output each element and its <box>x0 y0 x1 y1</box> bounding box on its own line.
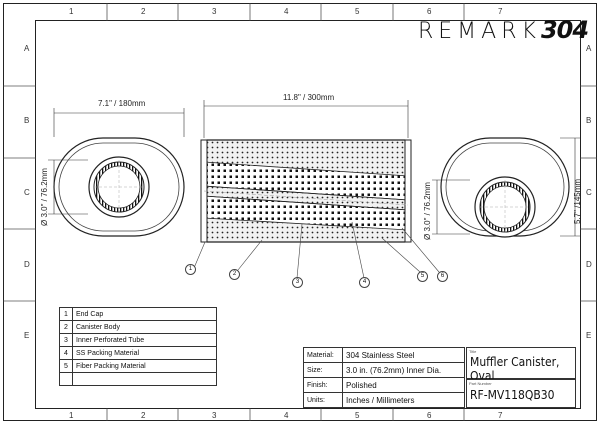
right-end-view <box>440 137 570 238</box>
part-number-cell: 5 <box>59 359 73 373</box>
part-label-cell: Canister Body <box>72 320 217 334</box>
zone-label-col-1-bottom: 1 <box>69 411 74 420</box>
sheet-inner-border <box>35 20 581 409</box>
zone-label-col-1: 1 <box>69 7 74 16</box>
zone-label-row-a-right: A <box>586 44 592 53</box>
left-dimension-lines <box>48 108 185 215</box>
zone-label-col-3-bottom: 3 <box>212 411 217 420</box>
zone-label-col-5-bottom: 5 <box>355 411 360 420</box>
brand-number: 304 <box>540 16 589 44</box>
callout-leaders <box>193 221 440 279</box>
callout-5: 5 <box>417 271 428 282</box>
zone-label-col-7-bottom: 7 <box>498 411 503 420</box>
spec-row: Size:3.0 in. (76.2mm) Inner Dia. <box>303 362 465 378</box>
zone-label-col-4: 4 <box>284 7 289 16</box>
callout-6: 6 <box>437 271 448 282</box>
side-dimension-lines <box>203 100 409 138</box>
part-number-cell: 3 <box>59 333 73 347</box>
title-caption: Title <box>469 349 477 354</box>
zone-label-col-5: 5 <box>355 7 360 16</box>
part-label-cell: SS Packing Material <box>72 346 217 360</box>
left-inlet-diameter: Ø 3.0" / 76.2mm <box>40 168 49 226</box>
part-label-cell: End Cap <box>72 307 217 321</box>
zone-label-row-e-right: E <box>586 331 592 340</box>
part-number-cell: 2 <box>59 320 73 334</box>
part-number-cell: 4 <box>59 346 73 360</box>
spec-value: 3.0 in. (76.2mm) Inner Dia. <box>342 362 465 378</box>
spec-value: 304 Stainless Steel <box>342 347 465 363</box>
spec-key: Units: <box>303 392 343 408</box>
brand-logo: REMARK304 <box>418 16 589 44</box>
part-number-box: Part Number RF-MV118QB30 <box>466 379 576 408</box>
part-number-cell: 1 <box>59 307 73 321</box>
zone-label-row-d: D <box>24 260 30 269</box>
spec-key: Size: <box>303 362 343 378</box>
length-dimension: 11.8" / 300mm <box>283 93 335 102</box>
zone-label-row-b: B <box>24 116 30 125</box>
zone-label-col-6: 6 <box>427 7 432 16</box>
zone-label-row-a: A <box>24 44 30 53</box>
left-end-view <box>53 137 185 237</box>
zone-ticks <box>3 3 597 421</box>
zone-label-row-e: E <box>24 331 30 340</box>
part-label-cell: Inner Perforated Tube <box>72 333 217 347</box>
spec-value: Inches / Millimeters <box>342 392 465 408</box>
zone-label-col-4-bottom: 4 <box>284 411 289 420</box>
height-dimension: 5.7" /145mm <box>573 178 582 224</box>
part-number-caption: Part Number <box>469 381 492 386</box>
callout-1: 1 <box>185 264 196 275</box>
zone-label-col-7: 7 <box>498 7 503 16</box>
brand-word: REMARK <box>418 19 541 44</box>
front-width-dimension: 7.1" / 180mm <box>98 99 146 108</box>
side-view <box>200 139 412 243</box>
zone-label-row-b-right: B <box>586 116 592 125</box>
zone-label-row-c: C <box>24 188 30 197</box>
zone-label-row-c-right: C <box>586 188 592 197</box>
spec-key: Material: <box>303 347 343 363</box>
spec-row: Finish:Polished <box>303 377 465 393</box>
zone-label-row-d-right: D <box>586 260 592 269</box>
title-box: Title Muffler Canister, Oval <box>466 347 576 383</box>
spec-key: Finish: <box>303 377 343 393</box>
zone-label-col-6-bottom: 6 <box>427 411 432 420</box>
spec-row: Material:304 Stainless Steel <box>303 347 465 363</box>
part-label-cell: Fiber Packing Material <box>72 359 217 373</box>
part-number: RF-MV118QB30 <box>470 388 555 402</box>
right-inlet-diameter: Ø 3.0" / 76.2mm <box>423 182 432 240</box>
callout-2: 2 <box>229 269 240 280</box>
spec-value: Polished <box>342 377 465 393</box>
zone-label-col-3: 3 <box>212 7 217 16</box>
callout-4: 4 <box>359 277 370 288</box>
specification-table: Material:304 Stainless Steel Size:3.0 in… <box>303 347 465 408</box>
part-number-cell <box>59 372 73 386</box>
part-label-cell <box>72 372 217 386</box>
parts-row <box>59 372 217 386</box>
spec-row: Units:Inches / Millimeters <box>303 392 465 408</box>
callout-3: 3 <box>292 277 303 288</box>
zone-label-col-2-bottom: 2 <box>141 411 146 420</box>
zone-label-col-2: 2 <box>141 7 146 16</box>
sheet-outer-border <box>3 3 597 421</box>
right-dimension-lines <box>432 137 580 237</box>
